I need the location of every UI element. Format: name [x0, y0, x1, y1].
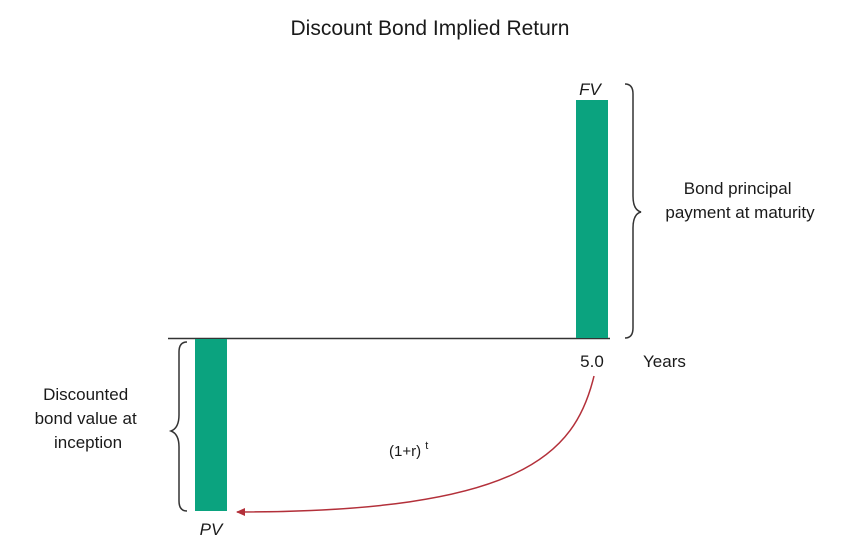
pv-brace-line-1: Discounted — [43, 385, 128, 404]
pv-brace-icon — [168, 341, 188, 512]
curved-arrow-icon — [236, 375, 595, 516]
fv-brace-line-2: payment at maturity — [665, 203, 815, 222]
axis-tick-label: 5.0 — [580, 352, 604, 371]
formula-exponent: t — [425, 440, 428, 452]
fv-bar — [576, 100, 608, 338]
fv-brace-annotation: Bond principal payment at maturity — [665, 179, 815, 222]
pv-label: PV — [200, 520, 224, 539]
pv-bar — [195, 339, 227, 511]
diagram-title: Discount Bond Implied Return — [291, 17, 570, 40]
formula-base: (1+r) — [389, 443, 421, 460]
axis-unit-label: Years — [643, 352, 686, 371]
fv-brace-icon — [624, 83, 642, 339]
discount-formula: (1+r) t — [389, 440, 428, 460]
pv-brace-annotation: Discounted bond value at inception — [35, 385, 142, 452]
fv-label: FV — [579, 80, 602, 99]
fv-brace-line-1: Bond principal — [684, 179, 792, 198]
pv-brace-line-2: bond value at — [35, 409, 137, 428]
pv-brace-line-3: inception — [54, 433, 122, 452]
